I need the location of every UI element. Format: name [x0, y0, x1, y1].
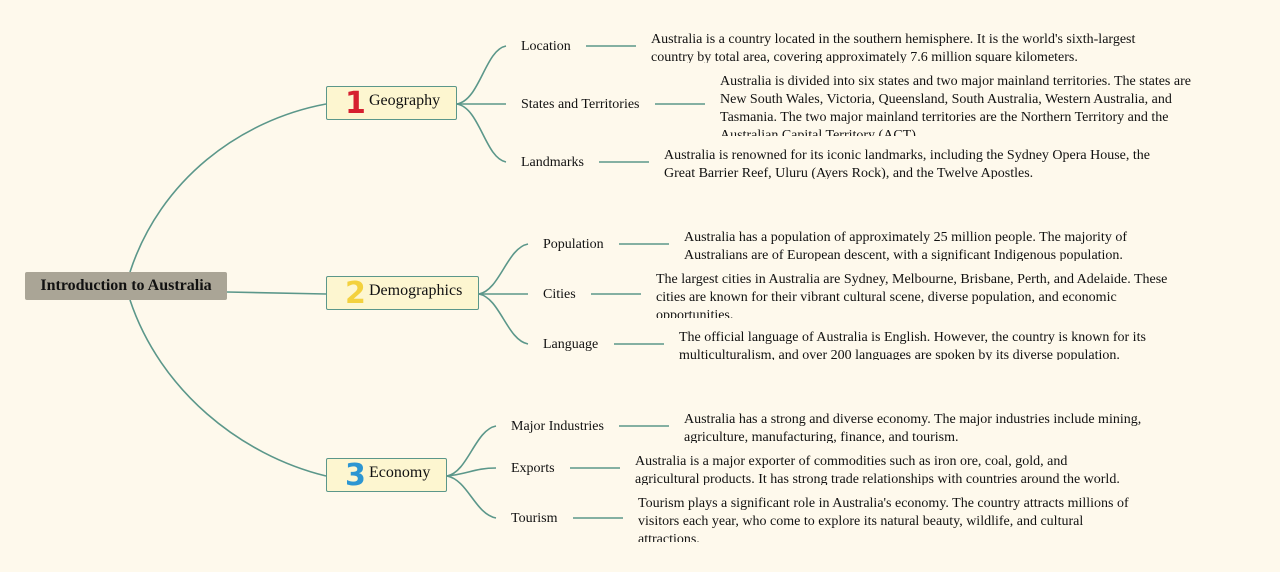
branch-label: Geography — [369, 92, 441, 109]
leaf-language[interactable]: Language — [543, 337, 599, 352]
connector-econ-to-tourism — [446, 475, 497, 519]
desc-tourism: Tourism plays a significant role in Aust… — [638, 496, 1129, 542]
branch-label: Demographics — [369, 282, 463, 299]
leaf-tourism[interactable]: Tourism — [511, 511, 558, 526]
leaf-population[interactable]: Population — [543, 237, 604, 252]
connector-root-to-geography — [129, 103, 327, 273]
desc-location: Australia is a country located in the so… — [651, 32, 1136, 63]
desc-states-territories: Australia is divided into six states and… — [720, 74, 1191, 136]
branch-node-geography[interactable]: 1 Geography — [326, 86, 457, 121]
number-3-icon: 3 — [345, 458, 366, 493]
desc-major-industries: Australia has a strong and diverse econo… — [684, 412, 1142, 443]
leaf-states-territories[interactable]: States and Territories — [521, 97, 640, 112]
desc-cities: The largest cities in Australia are Sydn… — [656, 272, 1168, 318]
leaf-exports[interactable]: Exports — [511, 461, 555, 476]
leaf-major-industries[interactable]: Major Industries — [511, 419, 604, 434]
root-label: Introduction to Australia — [40, 277, 212, 294]
leaf-location[interactable]: Location — [521, 39, 571, 54]
connector-root-to-economy — [129, 299, 327, 477]
connector-demo-to-language — [478, 293, 529, 345]
branch-label: Economy — [369, 464, 431, 481]
leaf-cities[interactable]: Cities — [543, 287, 576, 302]
connector-geo-to-landmarks — [456, 103, 507, 163]
connector-root-to-demographics — [226, 291, 327, 295]
connector-econ-to-industries — [446, 425, 497, 477]
connector-demo-to-population — [478, 243, 529, 295]
desc-population: Australia has a population of approximat… — [684, 230, 1127, 261]
number-2-icon: 2 — [345, 276, 366, 311]
connector-econ-to-exports — [446, 467, 497, 477]
desc-language: The official language of Australia is En… — [679, 330, 1146, 360]
root-node[interactable]: Introduction to Australia — [25, 272, 227, 300]
leaf-landmarks[interactable]: Landmarks — [521, 155, 584, 170]
branch-node-economy[interactable]: 3 Economy — [326, 458, 447, 493]
desc-landmarks: Australia is renowned for its iconic lan… — [664, 148, 1150, 179]
number-1-icon: 1 — [345, 86, 366, 121]
branch-node-demographics[interactable]: 2 Demographics — [326, 276, 479, 311]
desc-exports: Australia is a major exporter of commodi… — [635, 454, 1120, 485]
connector-geo-to-location — [456, 45, 507, 105]
